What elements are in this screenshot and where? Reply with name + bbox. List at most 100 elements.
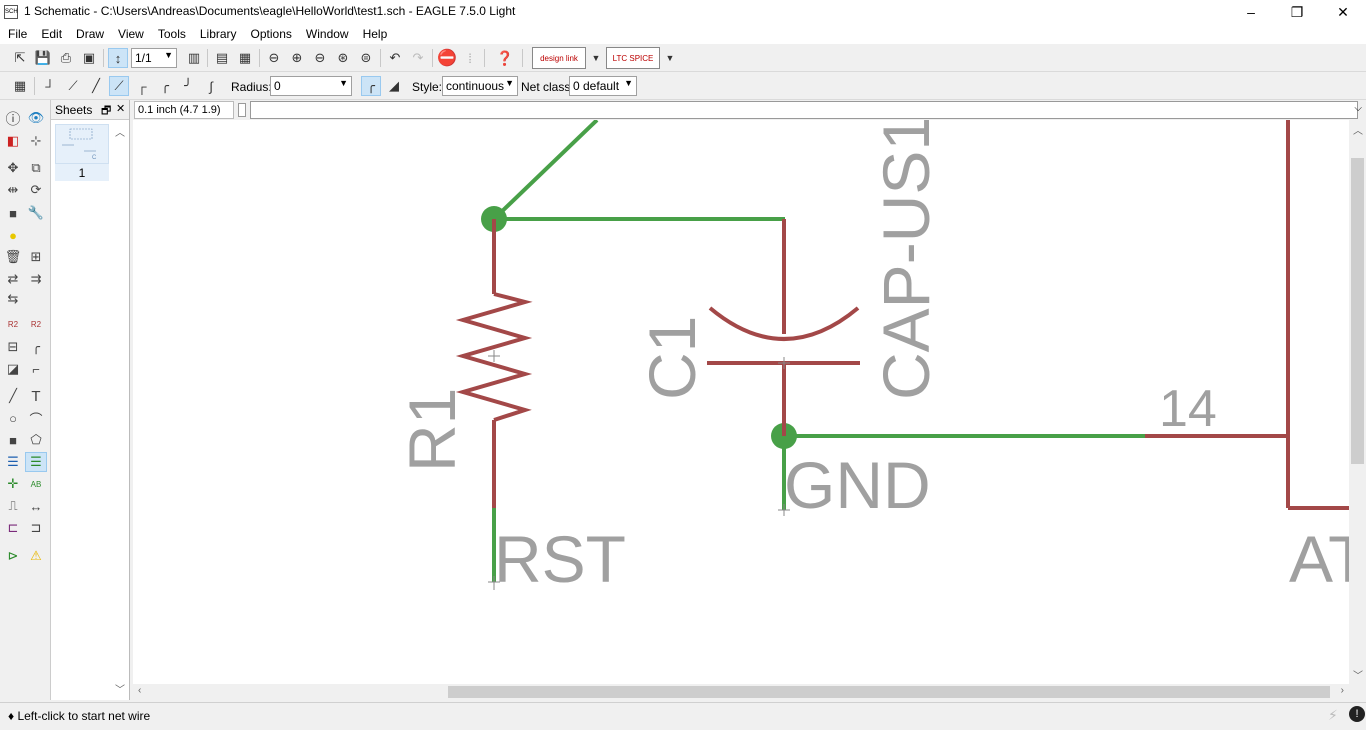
- show-icon[interactable]: 👁: [27, 110, 45, 125]
- go-icon[interactable]: ⁞: [468, 50, 472, 66]
- horizontal-scrollbar[interactable]: ‹ ›: [133, 684, 1349, 700]
- rectangle-icon[interactable]: ■: [9, 432, 17, 448]
- mirror-icon[interactable]: ⇹: [7, 182, 19, 197]
- bus-icon[interactable]: ☰: [7, 454, 19, 469]
- zoom-select-icon[interactable]: ⊛: [337, 50, 349, 65]
- frame-icon[interactable]: ⊐: [30, 520, 42, 535]
- move-icon[interactable]: ✥: [7, 160, 19, 175]
- save-icon[interactable]: 💾: [34, 50, 52, 65]
- delete-icon[interactable]: 🗑: [4, 249, 22, 264]
- menu-tools[interactable]: Tools: [157, 27, 186, 41]
- add-icon[interactable]: ⊞: [30, 249, 42, 264]
- radius-select[interactable]: 0▼: [270, 76, 352, 96]
- menu-options[interactable]: Options: [250, 27, 292, 41]
- menu-help[interactable]: Help: [362, 27, 388, 41]
- miter-round-icon[interactable]: ╭: [361, 76, 381, 96]
- sheet-select[interactable]: 1/1▼: [131, 48, 177, 68]
- polygon-icon[interactable]: ⬠: [30, 432, 42, 447]
- close-button[interactable]: ✕: [1337, 4, 1349, 20]
- replace-icon[interactable]: ⇄: [7, 271, 19, 286]
- gnd-net-label[interactable]: GND: [784, 448, 931, 522]
- info-icon[interactable]: ⓘ: [5, 110, 21, 128]
- wire-icon[interactable]: ╱: [9, 388, 17, 403]
- menu-view[interactable]: View: [118, 27, 144, 41]
- float-panel-icon[interactable]: 🗗: [101, 105, 112, 117]
- menu-edit[interactable]: Edit: [41, 27, 63, 41]
- restore-button[interactable]: ❐: [1290, 4, 1304, 20]
- bend-45-alt-icon[interactable]: ⟋: [109, 76, 129, 96]
- bend-arc-icon[interactable]: ╭: [161, 78, 169, 93]
- bend-45-icon[interactable]: ⟋: [68, 78, 78, 93]
- designlink-button[interactable]: design link: [532, 47, 586, 69]
- optimize-icon[interactable]: ⌐: [32, 361, 40, 377]
- netclass-select[interactable]: 0 default▼: [569, 76, 637, 96]
- circle-icon[interactable]: ○: [9, 410, 17, 426]
- sheets-scrollbar[interactable]: ︿ ﹀: [115, 128, 125, 696]
- junction-icon[interactable]: ✛: [7, 476, 19, 491]
- menu-window[interactable]: Window: [305, 27, 349, 41]
- arc-icon[interactable]: ⌒: [29, 411, 43, 427]
- sheet-number[interactable]: 1: [55, 164, 109, 181]
- redraw-icon[interactable]: ⊜: [360, 50, 372, 65]
- open-icon[interactable]: ⇱: [14, 50, 26, 65]
- menu-draw[interactable]: Draw: [76, 27, 105, 41]
- resistor-name-label[interactable]: R1: [395, 388, 469, 472]
- command-history-toggle[interactable]: [238, 103, 246, 117]
- minimize-button[interactable]: –: [1247, 4, 1255, 20]
- pin-swap-icon[interactable]: ⇆: [7, 291, 19, 306]
- zoom-fit-icon[interactable]: ⊖: [268, 50, 280, 65]
- grid-icon[interactable]: ▦: [13, 78, 27, 93]
- miter-straight-icon[interactable]: ◢: [389, 78, 399, 93]
- zoom-out-icon[interactable]: ⊖: [314, 50, 326, 65]
- erc-icon[interactable]: ⊳: [7, 548, 19, 563]
- designlink-dropdown-icon[interactable]: ▼: [591, 53, 601, 63]
- dimension-icon[interactable]: ↔: [29, 498, 43, 514]
- bend-arc-alt-icon[interactable]: ╯: [184, 78, 192, 93]
- bend-free-icon[interactable]: ∫: [209, 78, 213, 94]
- bend-90-icon[interactable]: ┘: [45, 78, 55, 94]
- display-icon[interactable]: ◧: [6, 133, 20, 148]
- copy-icon[interactable]: ⧉: [31, 160, 41, 175]
- bend-straight-icon[interactable]: ╱: [92, 78, 100, 93]
- ltspice-button[interactable]: LTC SPICE: [606, 47, 660, 69]
- gate-swap-icon[interactable]: ⇉: [30, 271, 42, 286]
- errors-icon[interactable]: ⚠: [30, 548, 42, 563]
- change-icon[interactable]: 🔧: [27, 205, 45, 220]
- zoom-in-icon[interactable]: ⊕: [291, 50, 303, 65]
- ulp-icon[interactable]: ▥: [187, 50, 201, 65]
- command-dropdown-icon[interactable]: ⌵: [1354, 103, 1362, 114]
- chip-name-label[interactable]: AT: [1289, 522, 1349, 596]
- command-line-input[interactable]: [250, 101, 1358, 119]
- capacitor-value-label[interactable]: CAP-US1: [869, 120, 943, 400]
- board-switch-icon[interactable]: ↕: [108, 48, 128, 68]
- miter-icon[interactable]: ╭: [32, 339, 40, 354]
- value-icon[interactable]: R2: [30, 319, 42, 329]
- cam-processor-icon[interactable]: ▣: [82, 50, 96, 65]
- group-icon[interactable]: ■: [9, 205, 17, 221]
- bend-90-alt-icon[interactable]: ┌: [137, 78, 147, 94]
- style-select[interactable]: continuous▼: [442, 76, 518, 96]
- close-panel-icon[interactable]: ✕: [116, 103, 126, 115]
- stop-command-icon[interactable]: !: [1349, 706, 1365, 722]
- split-icon[interactable]: ⊟: [7, 339, 19, 354]
- smash-icon[interactable]: ◪: [6, 361, 20, 376]
- invoke-icon[interactable]: ⊏: [7, 520, 19, 535]
- undo-icon[interactable]: ↶: [389, 50, 401, 65]
- capacitor-c1[interactable]: [707, 219, 860, 436]
- stop-icon[interactable]: ⛔: [437, 50, 457, 67]
- menu-library[interactable]: Library: [199, 27, 237, 41]
- horizontal-scroll-thumb[interactable]: [448, 686, 1330, 698]
- resistor-r1[interactable]: [455, 219, 533, 508]
- pin-number-label[interactable]: 14: [1159, 380, 1217, 438]
- label-icon[interactable]: AB: [30, 479, 42, 489]
- mark-icon[interactable]: ⊹: [30, 133, 42, 148]
- rst-net-label[interactable]: RST: [494, 522, 626, 596]
- net-icon[interactable]: ☰: [25, 452, 47, 472]
- vertical-scrollbar[interactable]: ︿ ﹀: [1349, 120, 1366, 684]
- ltspice-dropdown-icon[interactable]: ▼: [665, 53, 675, 63]
- help-icon[interactable]: ❓: [496, 49, 514, 66]
- ratsnest-status-icon[interactable]: ⚡: [1328, 707, 1338, 723]
- redo-icon[interactable]: ↷: [412, 50, 424, 65]
- print-icon[interactable]: ⎙: [60, 50, 72, 65]
- sheet-thumbnail[interactable]: C: [55, 124, 109, 164]
